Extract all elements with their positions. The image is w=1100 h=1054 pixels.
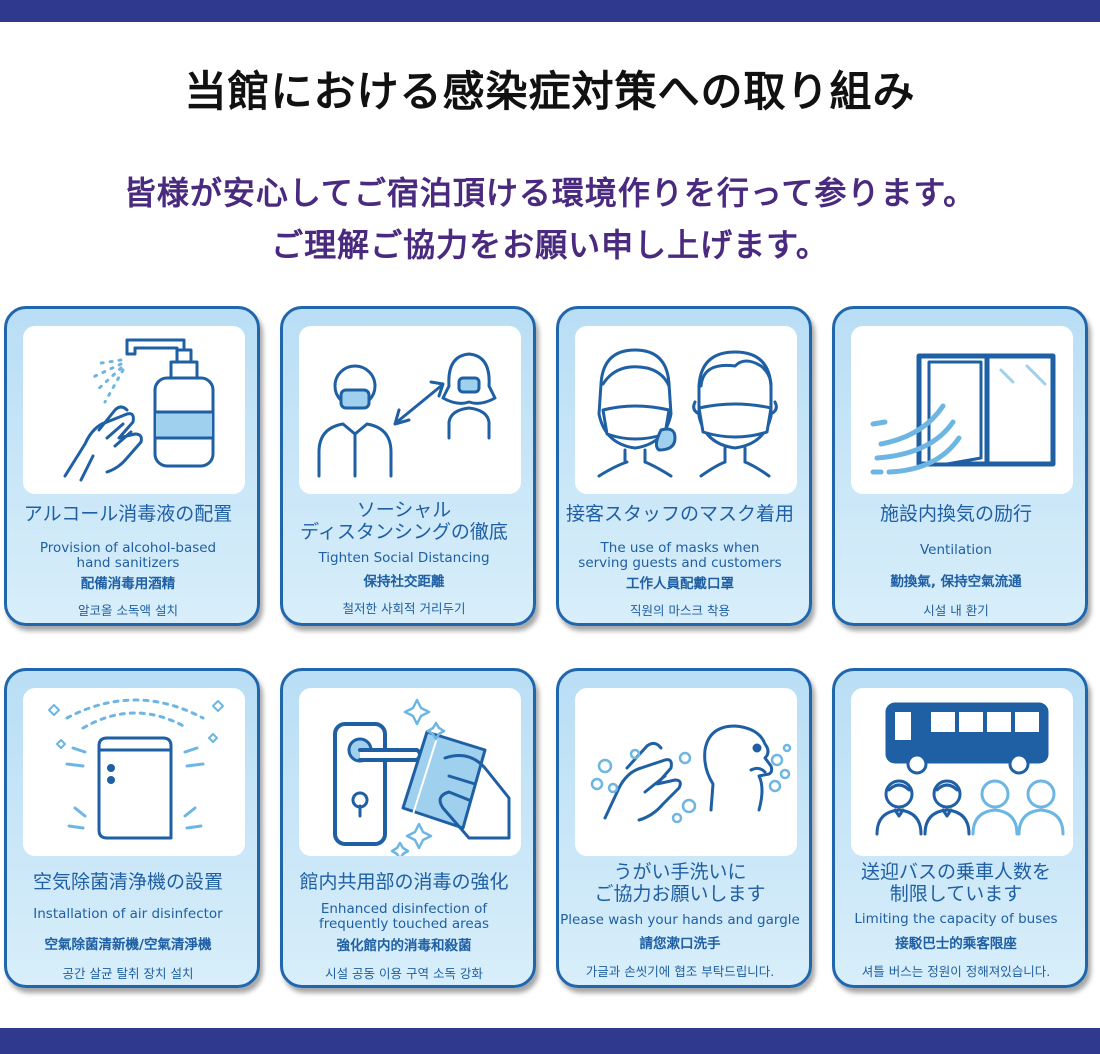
card-title-zh: 請您漱口洗手 — [639, 936, 721, 952]
card-social-distancing: ソーシャル ディスタンシングの徹底 Tighten Social Distanc… — [280, 306, 536, 626]
card-title-zh: 配備消毒用酒精 — [80, 576, 176, 592]
card-illustration — [299, 688, 521, 856]
social-distancing-icon — [317, 352, 497, 478]
title-en-line: Enhanced disinfection of — [320, 901, 488, 917]
card-title-jp: 空気除菌清浄機の設置 — [7, 871, 249, 893]
title-jp-line: 館内共用部の消毒の強化 — [299, 871, 509, 893]
title-jp-line: 空気除菌清浄機の設置 — [32, 871, 223, 893]
card-title-en: Limiting the capacity of buses — [835, 912, 1077, 927]
card-ventilation: 施設内換気の励行 Ventilation 勤換氣, 保持空氣流通 시설 내 환기 — [832, 306, 1088, 626]
title-en-line: Please wash your hands and gargle — [560, 912, 800, 928]
top-band — [0, 0, 1100, 22]
card-title-jp: 送迎バスの乗車人数を 制限しています — [835, 861, 1077, 905]
card-bus-capacity: 送迎バスの乗車人数を 制限しています Limiting the capacity… — [832, 668, 1088, 988]
card-title-ko: 셔틀 버스는 정원이 정해져있습니다. — [861, 964, 1051, 979]
card-title-en: Tighten Social Distancing — [283, 551, 525, 566]
card-title-ko: 알코올 소독액 설치 — [78, 603, 178, 618]
card-title-ko: 직원의 마스크 착용 — [630, 603, 730, 618]
title-jp-line: ご協力お願いします — [594, 883, 766, 905]
card-title-zh: 接駁巴士的乘客限座 — [895, 936, 1017, 952]
card-title-jp: ソーシャル ディスタンシングの徹底 — [283, 499, 525, 543]
title-jp-line: 接客スタッフのマスク着用 — [565, 503, 794, 525]
title-en-line: hand sanitizers — [76, 555, 180, 571]
card-title-ko: 시설 공동 이용 구역 소독 강화 — [325, 966, 483, 981]
card-illustration — [851, 326, 1073, 494]
card-illustration — [299, 326, 521, 494]
title-en-line: Installation of air disinfector — [33, 906, 223, 922]
card-illustration — [575, 688, 797, 856]
title-jp-line: ソーシャル — [356, 499, 452, 521]
title-en-line: Ventilation — [920, 542, 992, 558]
title-en-line: Provision of alcohol-based — [39, 540, 217, 556]
card-illustration — [23, 326, 245, 494]
card-title-jp: アルコール消毒液の配置 — [7, 503, 249, 525]
bus-capacity-icon — [875, 702, 1065, 836]
card-door-disinfection: 館内共用部の消毒の強化 Enhanced disinfection of fre… — [280, 668, 536, 988]
card-title-ko: 공간 살균 탈취 장치 설치 — [62, 966, 194, 981]
card-title-zh: 勤換氣, 保持空氣流通 — [890, 574, 1022, 590]
title-jp-line: ディスタンシングの徹底 — [300, 521, 508, 543]
card-title-ko: 가글과 손씻기에 협조 부탁드립니다. — [585, 964, 775, 979]
face-mask-icon — [597, 348, 778, 478]
card-illustration — [23, 688, 245, 856]
title-jp-line: 施設内換気の励行 — [879, 503, 1032, 525]
card-air-purifier: 空気除菌清浄機の設置 Installation of air disinfect… — [4, 668, 260, 988]
card-title-zh: 強化館内的消毒和殺菌 — [336, 938, 472, 954]
card-title-zh: 保持社交距離 — [363, 574, 445, 590]
title-en-line: Tighten Social Distancing — [318, 550, 490, 566]
card-title-zh: 空氣除菌清新機/空氣清淨機 — [44, 937, 212, 953]
title-jp-line: 制限しています — [889, 883, 1023, 905]
card-title-jp: 館内共用部の消毒の強化 — [283, 871, 525, 893]
card-title-en: Please wash your hands and gargle — [559, 913, 801, 928]
card-hand-sanitizer: アルコール消毒液の配置 Provision of alcohol-based h… — [4, 306, 260, 626]
card-title-en: Provision of alcohol-based hand sanitize… — [7, 541, 249, 571]
card-title-en: Enhanced disinfection of frequently touc… — [283, 902, 525, 932]
card-title-jp: 接客スタッフのマスク着用 — [559, 503, 801, 525]
subtitle-line-2: ご理解ご協力をお願い申し上げます。 — [271, 226, 829, 264]
card-title-jp: 施設内換気の励行 — [835, 503, 1077, 525]
card-title-en: The use of masks when serving guests and… — [559, 541, 801, 571]
card-handwash-gargle: うがい手洗いに ご協力お願いします Please wash your hands… — [556, 668, 812, 988]
title-jp-line: アルコール消毒液の配置 — [23, 503, 233, 525]
title-jp-line: うがい手洗いに — [613, 861, 747, 883]
card-title-ko: 시설 내 환기 — [923, 603, 989, 618]
air-purifier-icon — [48, 698, 224, 840]
ventilation-window-icon — [870, 353, 1056, 475]
door-handle-disinfection-icon — [333, 698, 511, 856]
subtitle-line-1: 皆様が安心してご宿泊頂ける環境作りを行って参ります。 — [123, 174, 977, 212]
card-illustration — [851, 688, 1073, 856]
title-en-line: Limiting the capacity of buses — [854, 911, 1058, 927]
card-title-en: Installation of air disinfector — [7, 907, 249, 922]
card-title-zh: 工作人員配戴口罩 — [626, 576, 734, 592]
title-en-line: frequently touched areas — [318, 916, 489, 932]
page-title: 当館における感染症対策への取り組み — [184, 67, 916, 116]
hand-sanitizer-icon — [63, 338, 215, 482]
card-illustration — [575, 326, 797, 494]
handwash-gargle-icon — [590, 724, 792, 824]
card-face-mask: 接客スタッフのマスク着用 The use of masks when servi… — [556, 306, 812, 626]
title-en-line: The use of masks when — [600, 540, 760, 556]
bottom-band — [0, 1028, 1100, 1054]
title-en-line: serving guests and customers — [578, 555, 782, 571]
card-title-en: Ventilation — [835, 543, 1077, 558]
card-title-jp: うがい手洗いに ご協力お願いします — [559, 861, 801, 905]
card-title-ko: 철저한 사회적 거리두기 — [342, 601, 466, 616]
title-jp-line: 送迎バスの乗車人数を — [860, 861, 1051, 883]
